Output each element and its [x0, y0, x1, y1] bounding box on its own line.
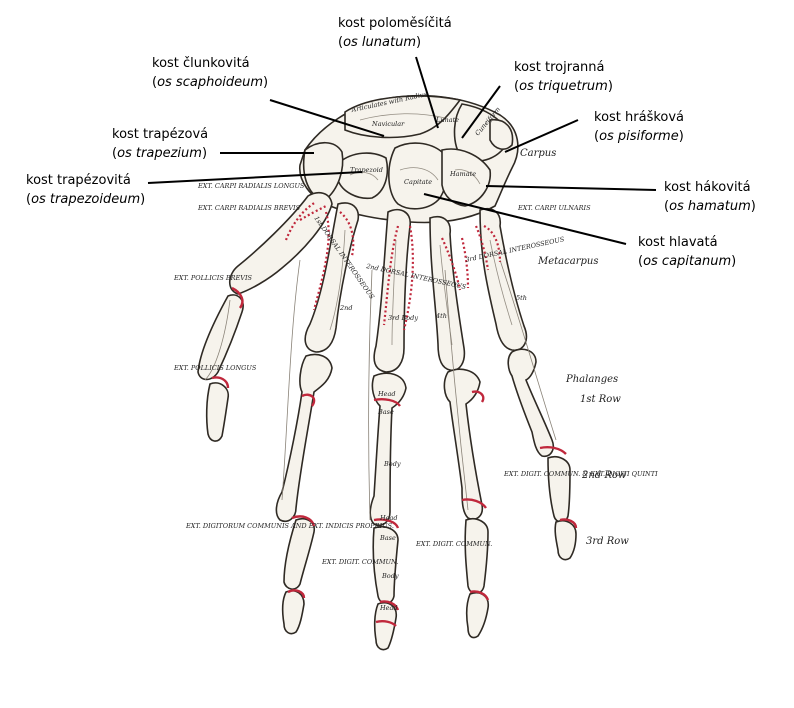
engraved-second-row: 2nd Row	[581, 470, 627, 481]
label-triquetrum-latin: os triquetrum	[519, 79, 608, 94]
engraved-hamate: Hamate	[449, 170, 476, 178]
engraved-ext-pollicis-brevis: EXT. POLLICIS BREVIS	[173, 274, 253, 282]
ring-finger-phalanges	[443, 368, 490, 639]
label-lunatum: kost poloměsíčitá (os lunatum)	[338, 16, 452, 50]
label-trapezoid: kost trapézovitá (os trapezoideum)	[26, 173, 146, 207]
engraved-head-1: Head	[377, 390, 396, 398]
label-trapezium-name: kost trapézová	[112, 127, 209, 142]
label-lunatum-latin: os lunatum	[343, 35, 416, 50]
engraved-base-1: Base	[377, 408, 394, 416]
engraved-ext-digit-commun-b: EXT. DIGIT. COMMUN.	[415, 540, 492, 548]
engraved-ext-carpi-radialis-longus: EXT. CARPI RADIALIS LONGUS	[197, 182, 305, 190]
label-scaphoid: kost člunkovitá (os scaphoideum)	[152, 56, 269, 90]
engraved-ext-carpi-ulnaris: EXT. CARPI ULNARIS	[517, 204, 591, 212]
engraved-base-2: Base	[379, 534, 396, 542]
leader-capitatum	[423, 193, 627, 245]
tendon-outlines	[204, 259, 557, 521]
little-finger-phalanges	[507, 348, 577, 561]
label-hamatum-latin: os hamatum	[669, 199, 751, 214]
engraved-third-body: 3rd Body	[388, 314, 418, 322]
label-pisiforme: kost hrášková (os pisiforme)	[594, 110, 685, 144]
engraved-head-2: Head	[379, 514, 398, 522]
label-capitatum: kost hlavatá (os capitanum)	[638, 235, 737, 269]
engraved-ext-digit-commun-quinti: EXT. DIGIT. COMMUN. & EXT. DIGITI QUINTI	[503, 470, 658, 478]
engraved-ext-carpi-radialis-brevis: EXT. CARPI RADIALIS BREVIS	[197, 204, 301, 212]
label-triquetrum-name: kost trojranná	[514, 60, 605, 75]
label-pisiforme-name: kost hrášková	[594, 110, 685, 125]
metacarpal-bones	[228, 191, 528, 373]
label-triquetrum: kost trojranná (os triquetrum)	[514, 60, 613, 94]
leader-lunatum	[415, 56, 439, 129]
engraved-first-row: 1st Row	[580, 394, 621, 405]
engraved-body-1: Body	[383, 460, 401, 468]
engraved-phalanges: Phalanges	[565, 374, 618, 385]
leader-pisiforme	[504, 119, 579, 153]
label-hamatum: kost hákovitá (os hamatum)	[664, 180, 756, 214]
label-trapezoid-latin: os trapezoideum	[31, 192, 141, 207]
engraved-body-2: Body	[381, 572, 399, 580]
leader-lines	[147, 56, 657, 245]
label-scaphoid-latin: os scaphoideum	[157, 75, 264, 90]
engraved-ext-pollicis-longus: EXT. POLLICIS LONGUS	[173, 364, 257, 372]
label-capitatum-latin: os capitanum	[643, 254, 732, 269]
leader-scaphoid	[269, 99, 385, 137]
leader-triquetrum	[461, 85, 501, 139]
label-trapezium: kost trapézová (os trapezium)	[112, 127, 209, 161]
engraved-head-3: Head	[379, 604, 398, 612]
engraved-lunate: Lunate	[435, 116, 459, 124]
label-capitatum-name: kost hlavatá	[638, 235, 718, 250]
label-lunatum-name: kost poloměsíčitá	[338, 16, 452, 31]
label-scaphoid-name: kost člunkovitá	[152, 56, 250, 71]
engraved-third-row: 3rd Row	[586, 536, 629, 547]
engraved-capitate: Capitate	[404, 178, 432, 186]
engraved-second-mc: 2nd	[339, 304, 352, 312]
engraved-ext-digitorum-communis: EXT. DIGITORUM COMMUNIS AND EXT. INDICIS…	[185, 522, 394, 530]
engraved-fourth-mc: 4th	[435, 312, 447, 320]
engraved-navicular: Navicular	[371, 120, 405, 128]
leader-trapezoid	[147, 171, 363, 184]
joint-outlines	[211, 201, 578, 627]
middle-finger-phalanges	[369, 372, 407, 651]
label-trapezoid-name: kost trapézovitá	[26, 173, 131, 188]
label-hamatum-name: kost hákovitá	[664, 180, 751, 195]
engraved-metacarpus: Metacarpus	[537, 256, 598, 267]
engraved-fifth-mc: 5th	[516, 294, 527, 302]
engraved-trapezoid: Trapezoid	[350, 166, 383, 174]
engraved-carpus: Carpus	[520, 148, 556, 159]
leader-hamatum	[485, 185, 657, 191]
engraved-ext-digit-commun-a: EXT. DIGIT. COMMUN.	[321, 558, 398, 566]
label-trapezium-latin: os trapezium	[117, 146, 202, 161]
label-pisiforme-latin: os pisiforme	[599, 129, 679, 144]
hand-bones	[197, 94, 578, 651]
index-finger-phalanges	[275, 353, 333, 635]
